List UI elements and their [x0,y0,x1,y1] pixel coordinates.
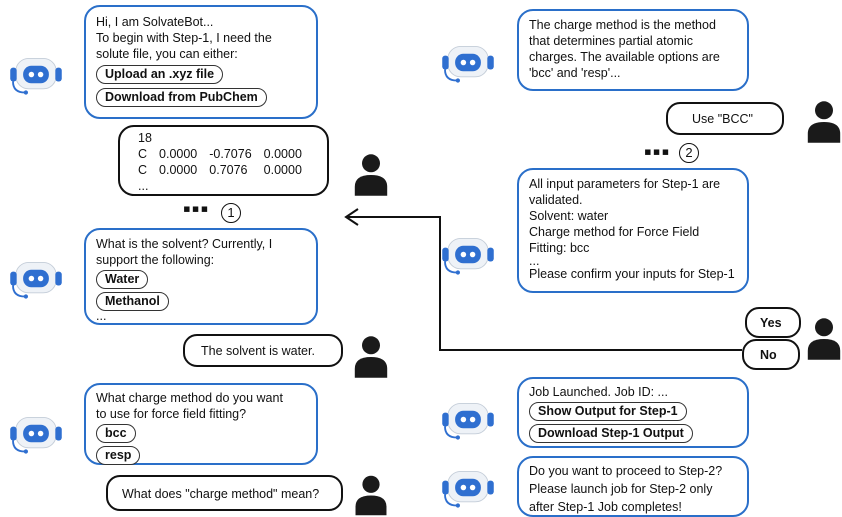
download-pubchem-button[interactable]: Download from PubChem [96,88,267,107]
message-text: after Step-1 Job completes! [529,500,682,514]
message-text: Job Launched. Job ID: ... [529,385,668,399]
user-solvent-bubble: The solvent is water. [183,334,343,367]
table-row: C 0.0000 0.7076 0.0000 [138,162,314,178]
upload-xyz-button[interactable]: Upload an .xyz file [96,65,224,84]
table-cell: 0.0000 [263,147,302,161]
person-icon [806,316,842,362]
user-xyz-bubble: 18 C 0.0000 -0.7076 0.0000 C 0.0000 0.70… [118,125,329,196]
person-icon [353,334,389,380]
table-cell: -0.7076 [209,147,252,161]
bot-charge-bubble: What charge method do you want to use fo… [84,383,318,465]
bot-validated-bubble: All input parameters for Step-1 are vali… [517,168,749,293]
person-icon [353,474,389,517]
message-text: Use "BCC" [692,112,753,126]
message-text: that determines partial atomic [529,34,693,48]
table-cell: C [138,163,148,177]
message-text: Solvent: water [529,209,609,223]
message-text: support the following: [96,253,215,267]
message-text: What charge method do you want [96,391,283,405]
table-cell: 0.0000 [159,163,198,177]
yes-button[interactable]: Yes [745,307,801,338]
message-text: Hi, I am SolvateBot... [96,15,214,29]
table-cell: 0.0000 [263,163,302,177]
user-question-bubble: What does "charge method" mean? [106,475,343,511]
methanol-option-button[interactable]: Methanol [96,292,169,311]
table-cell: C [138,147,148,161]
robot-head-icon [8,52,64,98]
message-text: Do you want to proceed to Step-2? [529,464,723,478]
robot-head-icon [440,465,496,511]
message-text: The solvent is water. [201,344,315,358]
message-text: To begin with Step-1, I need the [96,31,272,45]
table-row: C 0.0000 -0.7076 0.0000 [138,146,314,162]
message-text: The charge method is the method [529,18,716,32]
download-output-button[interactable]: Download Step-1 Output [529,424,693,443]
bot-greeting-bubble: Hi, I am SolvateBot... To begin with Ste… [84,5,318,119]
message-text: Fitting: bcc [529,241,590,255]
message-text: Please confirm your inputs for Step-1 [529,267,735,281]
show-output-button[interactable]: Show Output for Step-1 [529,402,687,421]
step-number-2: 2 [679,143,699,163]
message-text: charges. The available options are [529,50,720,64]
bot-solvent-bubble: What is the solvent? Currently, I suppor… [84,228,318,325]
message-text: solute file, you can either: [96,47,238,61]
step-dots: ▪▪▪ [644,139,671,164]
ellipsis: ... [96,309,107,323]
no-label: No [760,348,777,362]
table-cell: 0.0000 [159,147,198,161]
yes-label: Yes [760,316,782,330]
ellipsis: ... [529,254,540,268]
message-text: All input parameters for Step-1 are [529,177,721,191]
robot-head-icon [440,397,496,443]
flow-arrow [344,208,742,351]
person-icon [353,152,389,198]
robot-head-icon [440,40,496,86]
bot-proceed-bubble: Do you want to proceed to Step-2? Please… [517,456,749,517]
ellipsis: ... [138,179,149,193]
message-text: to use for force field fitting? [96,407,247,421]
bcc-option-button[interactable]: bcc [96,424,136,443]
message-text: validated. [529,193,583,207]
step-dots: ▪▪▪ [183,196,210,221]
no-button[interactable]: No [742,339,800,370]
water-option-button[interactable]: Water [96,270,149,289]
message-text: 'bcc' and 'resp'... [529,66,621,80]
robot-head-icon [8,256,64,302]
bot-explain-bubble: The charge method is the method that det… [517,9,749,91]
message-text: Please launch job for Step-2 only [529,482,713,496]
person-icon [806,99,842,145]
resp-option-button[interactable]: resp [96,446,141,465]
robot-head-icon [8,411,64,457]
user-bcc-bubble: Use "BCC" [666,102,784,135]
message-text: What does "charge method" mean? [122,487,320,501]
message-text: Charge method for Force Field [529,225,700,239]
table-cell: 0.7076 [209,163,248,177]
arrow-left-icon [348,216,742,351]
step-number-1: 1 [221,203,241,223]
atom-count: 18 [138,131,152,145]
xyz-table: C 0.0000 -0.7076 0.0000 C 0.0000 0.7076 … [138,146,314,178]
bot-job-bubble: Job Launched. Job ID: ... Show Output fo… [517,377,749,448]
message-text: What is the solvent? Currently, I [96,237,273,251]
robot-head-icon [440,232,496,278]
